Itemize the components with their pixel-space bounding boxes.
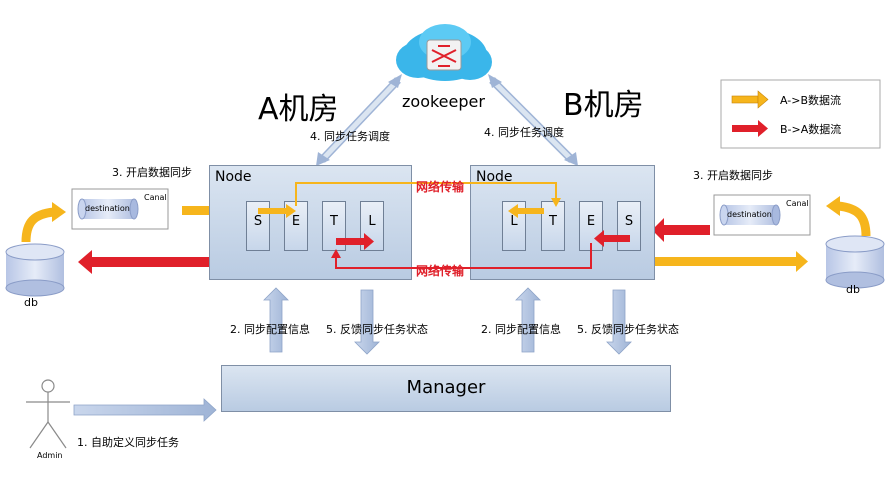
start-sync-label-a: 3. 开启数据同步 xyxy=(112,166,192,179)
legend-label-ba: B->A数据流 xyxy=(780,123,842,136)
admin-icon xyxy=(26,379,70,449)
destination-label-a: destination xyxy=(85,204,130,213)
destination-cylinder-b xyxy=(719,204,781,226)
node-a-slot-3: T xyxy=(322,201,346,251)
config-label-b: 2. 同步配置信息 xyxy=(481,323,561,336)
destination-label-b: destination xyxy=(727,210,772,219)
feedback-label-a: 5. 反馈同步任务状态 xyxy=(326,323,428,336)
legend-label-ab: A->B数据流 xyxy=(780,94,842,107)
schedule-label-b: 4. 同步任务调度 xyxy=(484,126,564,139)
room-b-title: B机房 xyxy=(563,88,644,123)
define-task-label: 1. 自助定义同步任务 xyxy=(77,436,179,449)
schedule-label-a: 4. 同步任务调度 xyxy=(310,130,390,143)
config-arrow-a xyxy=(263,287,289,353)
feedback-arrow-a xyxy=(354,289,380,355)
arrow-node-a-to-db xyxy=(78,250,232,274)
node-b-slot-4: S xyxy=(617,201,641,251)
node-a-slot-4: L xyxy=(360,201,384,251)
db-label-b: db xyxy=(846,283,860,296)
curved-arrow-a xyxy=(21,207,55,243)
legend-box xyxy=(720,79,881,149)
legend-arrow-ab xyxy=(731,90,769,109)
curved-arrow-b xyxy=(837,201,871,237)
schedule-arrow-b xyxy=(488,74,578,166)
node-b-slot-3: E xyxy=(579,201,603,251)
node-b-slot-1: L xyxy=(502,201,526,251)
arrow-canal-to-node-b xyxy=(652,218,710,242)
arrow-node-b-to-db xyxy=(654,251,808,272)
destination-cylinder-a xyxy=(77,198,139,220)
start-sync-label-b: 3. 开启数据同步 xyxy=(693,169,773,182)
feedback-arrow-b xyxy=(606,289,632,355)
config-label-a: 2. 同步配置信息 xyxy=(230,323,310,336)
node-b-slot-2: T xyxy=(541,201,565,251)
db-cylinder-a xyxy=(5,243,65,297)
canal-label-b: Canal xyxy=(786,199,809,208)
network-label-top: 网络传输 xyxy=(416,180,465,194)
zookeeper-cloud-icon xyxy=(396,24,492,81)
config-arrow-b xyxy=(515,287,541,353)
network-label-bottom: 网络传输 xyxy=(416,264,465,278)
admin-label: Admin xyxy=(37,451,63,460)
db-cylinder-b xyxy=(825,235,885,289)
arrow-admin-to-manager xyxy=(73,398,217,422)
legend-arrow-ba xyxy=(732,120,768,137)
node-a-slot-2: E xyxy=(284,201,308,251)
schedule-arrow-a xyxy=(316,74,402,166)
manager-label: Manager xyxy=(406,377,486,398)
canal-label-a: Canal xyxy=(144,193,167,202)
manager-box: Manager xyxy=(221,365,671,412)
room-a-title: A机房 xyxy=(258,92,339,127)
node-a-slot-1: S xyxy=(246,201,270,251)
node-a-title: Node xyxy=(215,169,252,185)
db-label-a: db xyxy=(24,296,38,309)
zookeeper-label: zookeeper xyxy=(402,92,485,111)
node-b-title: Node xyxy=(476,169,513,185)
feedback-label-b: 5. 反馈同步任务状态 xyxy=(577,323,679,336)
